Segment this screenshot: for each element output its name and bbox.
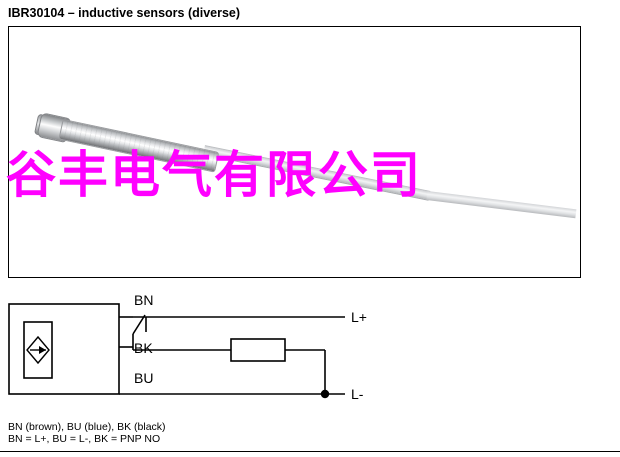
switch-blade [132, 314, 146, 335]
terminal-label-bk: BK [134, 340, 153, 356]
wiring-diagram-svg [8, 303, 345, 399]
bottom-divider [0, 451, 620, 452]
sensor-coil-box [23, 321, 53, 379]
wiring-notes: BN (brown), BU (blue), BK (black) BN = L… [8, 421, 166, 445]
sensor-photo-panel [8, 26, 581, 278]
inductive-symbol-arrowhead [39, 346, 46, 354]
sensor-threaded-barrel [58, 118, 220, 173]
sensor-cable-segment-1 [203, 145, 431, 201]
page-title: IBR30104 – inductive sensors (diverse) [8, 6, 241, 20]
supply-label-l-plus: L+ [351, 309, 367, 325]
inductive-symbol-diamond [26, 335, 50, 365]
supply-label-l-minus: L- [351, 386, 364, 402]
inductive-sensor-image [33, 112, 220, 175]
wiring-note-colors: BN (brown), BU (blue), BK (black) [8, 421, 166, 433]
terminal-label-bn: BN [134, 292, 154, 308]
wiring-diagram: BN BK BU L+ L- [0, 284, 620, 419]
terminal-label-bu: BU [134, 370, 154, 386]
load-resistor [230, 338, 286, 362]
wiring-note-assignment: BN = L+, BU = L-, BK = PNP NO [8, 433, 161, 445]
sensor-cable-segment-2 [426, 191, 577, 219]
sensor-block-outline [8, 303, 120, 395]
junction-dot-lminus [320, 389, 330, 399]
